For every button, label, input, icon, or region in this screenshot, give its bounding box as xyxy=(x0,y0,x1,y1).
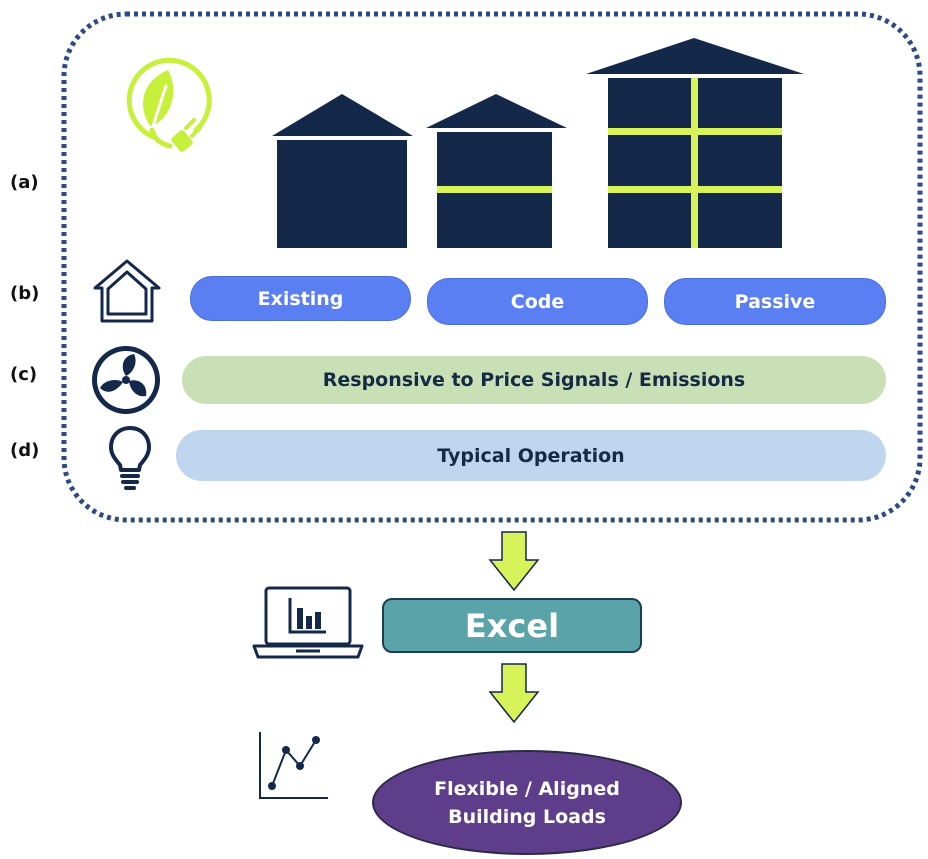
leaf-plug-icon xyxy=(126,57,212,152)
price-signal-response-pill: Responsive to Price Signals / Emissions xyxy=(182,356,886,404)
house-code-icon xyxy=(426,94,567,248)
envelope-existing-pill: Existing xyxy=(190,276,411,321)
arrow-down-icon xyxy=(488,531,540,592)
row-label-a: (a) xyxy=(10,172,39,193)
house-existing-icon xyxy=(272,94,413,248)
typical-operation-pill: Typical Operation xyxy=(176,430,886,481)
row-label-d: (d) xyxy=(10,440,40,461)
house-outline-icon xyxy=(93,259,161,323)
envelope-passive-pill: Passive xyxy=(664,278,886,325)
fan-icon xyxy=(92,346,160,414)
house-passive-icon xyxy=(586,38,804,248)
laptop-chart-icon xyxy=(252,586,364,659)
line-graph-icon xyxy=(259,732,328,799)
lightbulb-icon xyxy=(109,426,151,490)
envelope-code-pill: Code xyxy=(427,278,648,325)
arrow-down-icon xyxy=(488,663,540,724)
output-line-1: Flexible / Aligned xyxy=(434,777,620,800)
excel-tool-box: Excel xyxy=(382,598,642,653)
output-line-2: Building Loads xyxy=(448,805,606,828)
flexible-building-loads-output: Flexible / Aligned Building Loads xyxy=(372,750,682,855)
row-label-c: (c) xyxy=(10,364,38,385)
row-label-b: (b) xyxy=(10,283,40,304)
